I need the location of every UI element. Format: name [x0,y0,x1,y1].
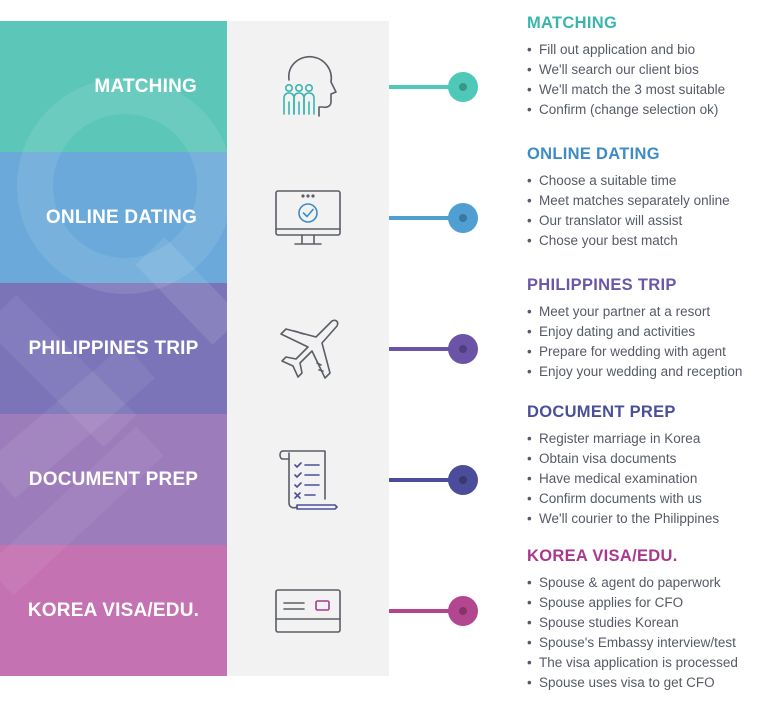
section-title-korea-visa: KOREA VISA/EDU. [527,547,678,565]
section-list-philippines-trip: Meet your partner at a resort Enjoy dati… [527,302,763,382]
icon-cell-korea-visa [227,545,389,676]
section-title-philippines-trip: PHILIPPINES TRIP [527,276,677,294]
head-with-people-icon [283,55,337,117]
band-korea-visa: KOREA VISA/EDU. [0,545,227,676]
list-item: Spouse studies Korean [527,613,763,633]
section-online-dating: ONLINE DATING Choose a suitable time Mee… [527,144,763,251]
section-title-matching: MATCHING [527,14,618,32]
list-item: Meet your partner at a resort [527,302,763,322]
section-list-matching: Fill out application and bio We'll searc… [527,40,763,120]
list-item: We'll courier to the Philippines [527,509,763,529]
section-document-prep: DOCUMENT PREP Register marriage in Korea… [527,402,763,529]
icon-cell-online-dating [227,152,389,283]
icon-cell-document-prep [227,414,389,545]
connector-korea-visa [389,596,479,626]
list-item: We'll search our client bios [527,60,763,80]
section-title-document-prep: DOCUMENT PREP [527,403,676,421]
list-item: Meet matches separately online [527,191,763,211]
section-list-online-dating: Choose a suitable time Meet matches sepa… [527,171,763,251]
list-item: Choose a suitable time [527,171,763,191]
section-philippines-trip: PHILIPPINES TRIP Meet your partner at a … [527,275,763,382]
list-item: Our translator will assist [527,211,763,231]
list-item: Have medical examination [527,469,763,489]
section-korea-visa: KOREA VISA/EDU. Spouse & agent do paperw… [527,546,763,693]
band-online-dating: ONLINE DATING [0,152,227,283]
list-item: Fill out application and bio [527,40,763,60]
band-philippines-trip: PHILIPPINES TRIP [0,283,227,414]
list-item: The visa application is processed [527,653,763,673]
list-item: Confirm (change selection ok) [527,100,763,120]
band-label-matching: MATCHING [94,75,197,97]
icon-cell-matching [227,21,389,152]
connector-philippines-trip [389,334,479,364]
monitor-check-icon [275,189,341,245]
icon-cell-philippines-trip [227,283,389,414]
checklist-document-icon [279,449,338,510]
list-item: Register marriage in Korea [527,429,763,449]
band-label-philippines-trip: PHILIPPINES TRIP [28,337,199,359]
connector-matching [389,72,479,102]
section-matching: MATCHING Fill out application and bio We… [527,13,763,120]
band-label-online-dating: ONLINE DATING [45,206,197,228]
id-card-icon [275,588,341,633]
section-title-online-dating: ONLINE DATING [527,145,660,163]
list-item: We'll match the 3 most suitable [527,80,763,100]
band-document-prep: DOCUMENT PREP [0,414,227,545]
list-item: Obtain visa documents [527,449,763,469]
list-item: Confirm documents with us [527,489,763,509]
list-item: Spouse's Embassy interview/test [527,633,763,653]
list-item: Enjoy dating and activities [527,322,763,342]
list-item: Spouse applies for CFO [527,593,763,613]
band-label-korea-visa: KOREA VISA/EDU. [27,599,200,621]
band-label-document-prep: DOCUMENT PREP [28,468,199,490]
connector-online-dating [389,203,479,233]
section-list-korea-visa: Spouse & agent do paperwork Spouse appli… [527,573,763,693]
band-matching: MATCHING [0,21,227,152]
step-bands: MATCHING ONLINE DATING PHILIPPINES TRIP … [0,21,227,676]
list-item: Enjoy your wedding and reception [527,362,763,382]
list-item: Prepare for wedding with agent [527,342,763,362]
icon-column [227,21,389,676]
list-item: Spouse uses visa to get CFO [527,673,763,693]
connector-document-prep [389,465,479,495]
airplane-icon [280,319,339,379]
list-item: Chose your best match [527,231,763,251]
section-list-document-prep: Register marriage in Korea Obtain visa d… [527,429,763,529]
list-item: Spouse & agent do paperwork [527,573,763,593]
